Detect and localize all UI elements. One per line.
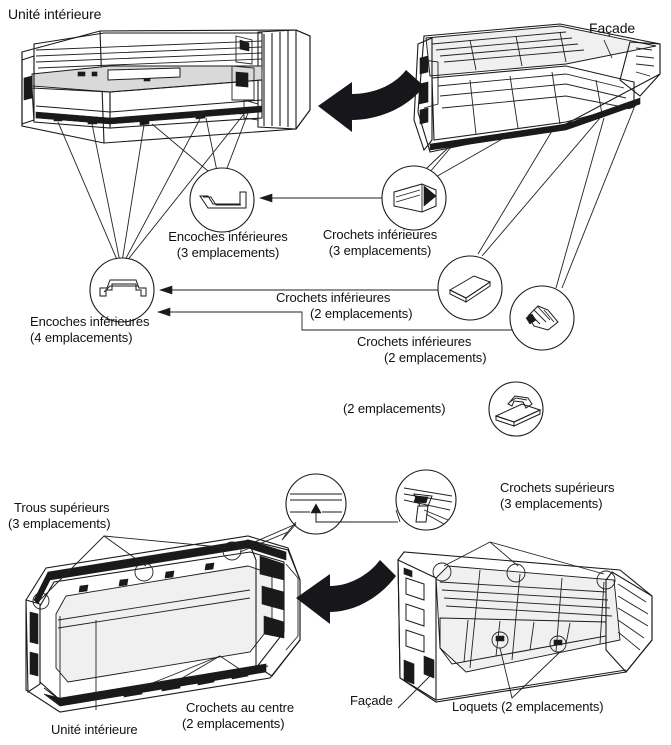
callout-encoches-4-line2: (4 emplacements) [30,330,133,345]
detail-circle-trous-sup [285,473,352,535]
callout-trous-sup-line2: (3 emplacements) [8,516,111,531]
lower-indoor-unit-illustration [25,535,301,713]
callout-crochets-centre-line1: Crochets au centre [186,700,295,715]
lower-front-panel-illustration [397,551,653,703]
callout-crochets-2a-line1: Crochets inférieures [276,290,391,305]
connector-arrows-upper [157,193,512,331]
callout-encoches-3-line1: Encoches inférieures [168,229,288,244]
callout-encoches-3-line2: (3 emplacements) [176,245,280,260]
callout-crochets-sup-line1: Crochets supérieurs [500,480,615,495]
detail-circle-orphan-2 [488,381,544,437]
callout-crochets-2b-line2: (2 emplacements) [384,350,487,365]
detail-circle-crochets-3 [381,165,447,231]
detail-circle-encoches-4 [89,257,155,323]
callout-encoches-4-line1: Encoches inférieures [30,314,150,329]
upper-transfer-arrow [318,70,424,132]
connector-lower-circles [281,509,401,541]
callout-crochets-sup-line2: (3 emplacements) [500,496,603,511]
callout-crochets-3-line1: Crochets inférieures [322,227,438,242]
callout-crochets-centre-line2: (2 emplacements) [182,716,285,731]
leader-lines-upper-left [57,112,249,263]
callout-crochets-3-line2: (3 emplacements) [328,243,432,258]
lower-indoor-unit-label: Unité intérieure [51,722,138,737]
lower-facade-label: Façade [350,693,393,708]
leader-lines-upper-right [405,107,635,289]
lower-transfer-arrow [296,560,396,624]
callout-crochets-2a-line2: (2 emplacements) [310,306,413,321]
detail-circle-crochets-2b [509,285,575,351]
callout-crochets-2b-line1: Crochets inférieures [357,334,472,349]
callout-trous-sup-line1: Trous supérieurs [14,500,110,515]
detail-circle-crochets-2a [437,255,503,321]
detail-circle-encoches-3 [189,167,255,233]
upper-indoor-unit-illustration [21,29,311,144]
upper-front-panel-illustration [413,23,661,153]
upper-indoor-unit-label: Unité intérieure [8,6,102,22]
detail-circle-crochets-sup [395,469,457,531]
callout-orphan-2-emplacements: (2 emplacements) [343,401,446,416]
upper-facade-label: Façade [589,20,636,36]
leader-lines-lower [39,523,605,710]
callout-loquets: Loquets (2 emplacements) [452,699,604,714]
